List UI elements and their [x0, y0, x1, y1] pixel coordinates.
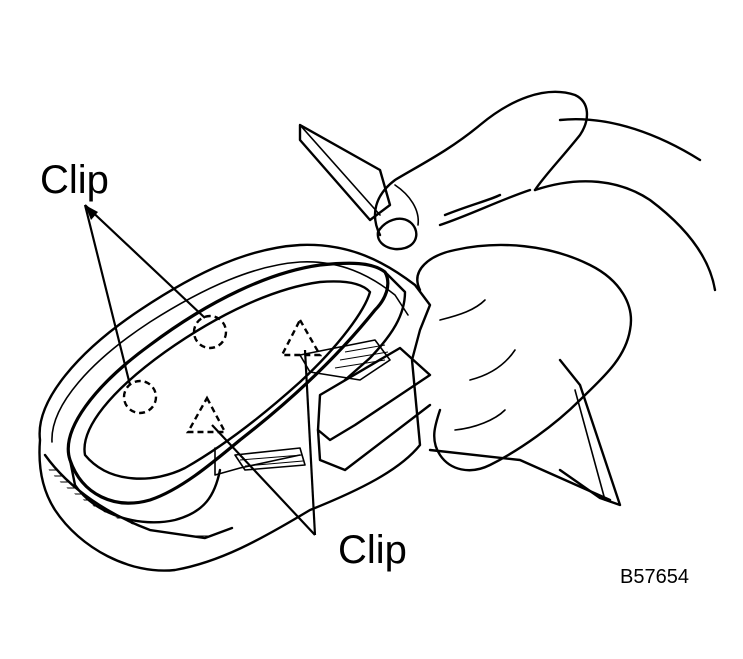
- thumb-nail: [376, 217, 418, 251]
- thumb-base: [438, 188, 532, 227]
- knuckle-line: [443, 193, 502, 217]
- cover-tab-edge: [316, 403, 432, 472]
- leader-clip-top-joint: [85, 205, 98, 220]
- mirror-upper-panel: [298, 123, 392, 222]
- leader-clip-top-b: [83, 204, 132, 386]
- mirror-base-bracket: [558, 358, 622, 507]
- mirror-cover-inner-face: [83, 280, 372, 480]
- clip-marker-triangle-left: [185, 395, 227, 434]
- finger-crease-1: [469, 349, 516, 381]
- clip-label-bottom: Clip: [338, 528, 407, 572]
- clip-marker-triangle-right: [280, 317, 323, 357]
- leader-clip-bottom-a: [303, 349, 317, 536]
- mirror-base-edge: [574, 389, 606, 501]
- cover-lip: [214, 447, 301, 476]
- mirror-base-lower-line: [428, 448, 612, 502]
- mirror-housing-outline: [38, 243, 432, 572]
- leader-clip-bottom-b: [211, 424, 316, 536]
- mirror-housing-inner-rim: [51, 261, 409, 443]
- hatched-band-outline: [43, 453, 234, 540]
- clip-label-top: Clip: [40, 158, 109, 202]
- inner-channel: [299, 339, 391, 381]
- hand-back: [533, 180, 717, 292]
- clip-marker-circle-lower: [122, 379, 158, 415]
- mirror-upper-panel-edge: [299, 124, 381, 216]
- hand-thumb: [373, 90, 589, 237]
- figure-code: B57654: [620, 566, 689, 588]
- inner-channel-lower: [234, 447, 306, 471]
- finger-crease-2: [454, 409, 506, 431]
- finger-crease-3: [439, 299, 486, 321]
- clip-marker-circle-upper: [192, 314, 228, 350]
- leader-clip-top-a: [84, 204, 206, 319]
- mirror-cover-outline: [66, 261, 390, 505]
- wrist-upper: [558, 118, 702, 162]
- thumb-crease: [394, 184, 420, 226]
- hand-fingers: [416, 243, 633, 472]
- mirror-cover-lower-wall: [68, 458, 222, 524]
- mirror-cover-side-wall: [343, 270, 407, 382]
